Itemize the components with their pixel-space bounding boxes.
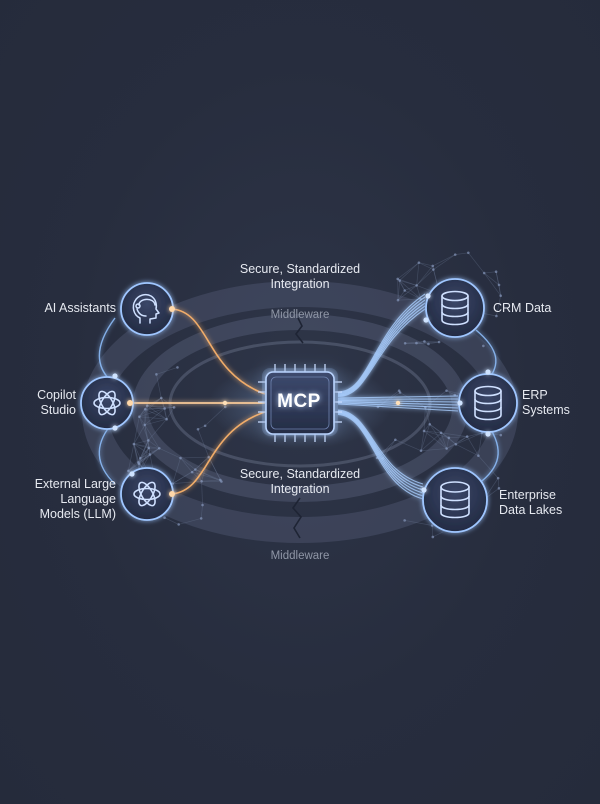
- left-connectors: [98, 308, 266, 495]
- hub-label: MCP: [277, 391, 321, 412]
- label-external-llm-line-1: External Large: [34, 477, 116, 491]
- ring-crack-bottom: [291, 497, 302, 539]
- node-enterprise-data-lakes: [422, 467, 488, 533]
- label-ai-assistants: AI Assistants: [10, 301, 116, 316]
- label-ai-assistants-line-1: AI Assistants: [44, 301, 116, 315]
- assistant-head-icon: [132, 293, 160, 324]
- label-enterprise-data-lakes-line-1: Enterprise: [499, 488, 556, 502]
- node-crm-data: [425, 278, 485, 338]
- connector-ai-assistants: [171, 308, 266, 395]
- left-chain-lower: [98, 425, 116, 485]
- mid-caption: Secure, Standardized Integration: [220, 467, 380, 497]
- label-external-llm-line-3: Models (LLM): [39, 507, 116, 521]
- mid-caption-line-1: Secure, Standardized: [239, 467, 361, 481]
- right-connectors: [337, 293, 459, 500]
- openai-knot-icon: [133, 481, 161, 507]
- label-copilot-studio-line-2: Studio: [40, 403, 76, 417]
- label-enterprise-data-lakes: Enterprise Data Lakes: [499, 488, 595, 518]
- database-icon: [474, 385, 502, 421]
- middleware-label-top: Middleware: [270, 309, 330, 321]
- mid-caption-line-2: Integration: [270, 482, 330, 496]
- label-external-llm: External Large Language Models (LLM): [4, 477, 116, 522]
- connector-external-llm: [171, 411, 266, 495]
- node-ai-assistants: [120, 282, 174, 336]
- label-copilot-studio-line-1: Copilot: [37, 388, 76, 402]
- database-icon: [440, 481, 470, 519]
- openai-knot-icon: [93, 390, 121, 416]
- mcp-chip: [258, 364, 342, 442]
- top-caption: Secure, Standardized Integration: [220, 262, 380, 292]
- top-caption-line-1: Secure, Standardized: [239, 262, 361, 276]
- node-erp-systems: [458, 373, 518, 433]
- label-copilot-studio: Copilot Studio: [10, 388, 76, 418]
- label-enterprise-data-lakes-line-2: Data Lakes: [499, 503, 563, 517]
- label-erp-systems-line-1: ERP: [522, 388, 548, 402]
- left-chain-upper: [98, 317, 116, 381]
- junction-dots: [112, 293, 491, 497]
- label-erp-systems-line-2: Systems: [522, 403, 570, 417]
- top-caption-line-2: Integration: [270, 277, 330, 291]
- label-erp-systems: ERP Systems: [522, 388, 594, 418]
- label-external-llm-line-2: Language: [60, 492, 116, 506]
- database-icon: [441, 290, 469, 326]
- node-copilot-studio: [80, 376, 134, 430]
- label-crm-data: CRM Data: [493, 301, 593, 316]
- middleware-label-bottom: Middleware: [270, 550, 330, 562]
- label-crm-data-line-1: CRM Data: [493, 301, 552, 315]
- ring-crack-top: [294, 317, 304, 344]
- node-external-llm: [120, 467, 174, 521]
